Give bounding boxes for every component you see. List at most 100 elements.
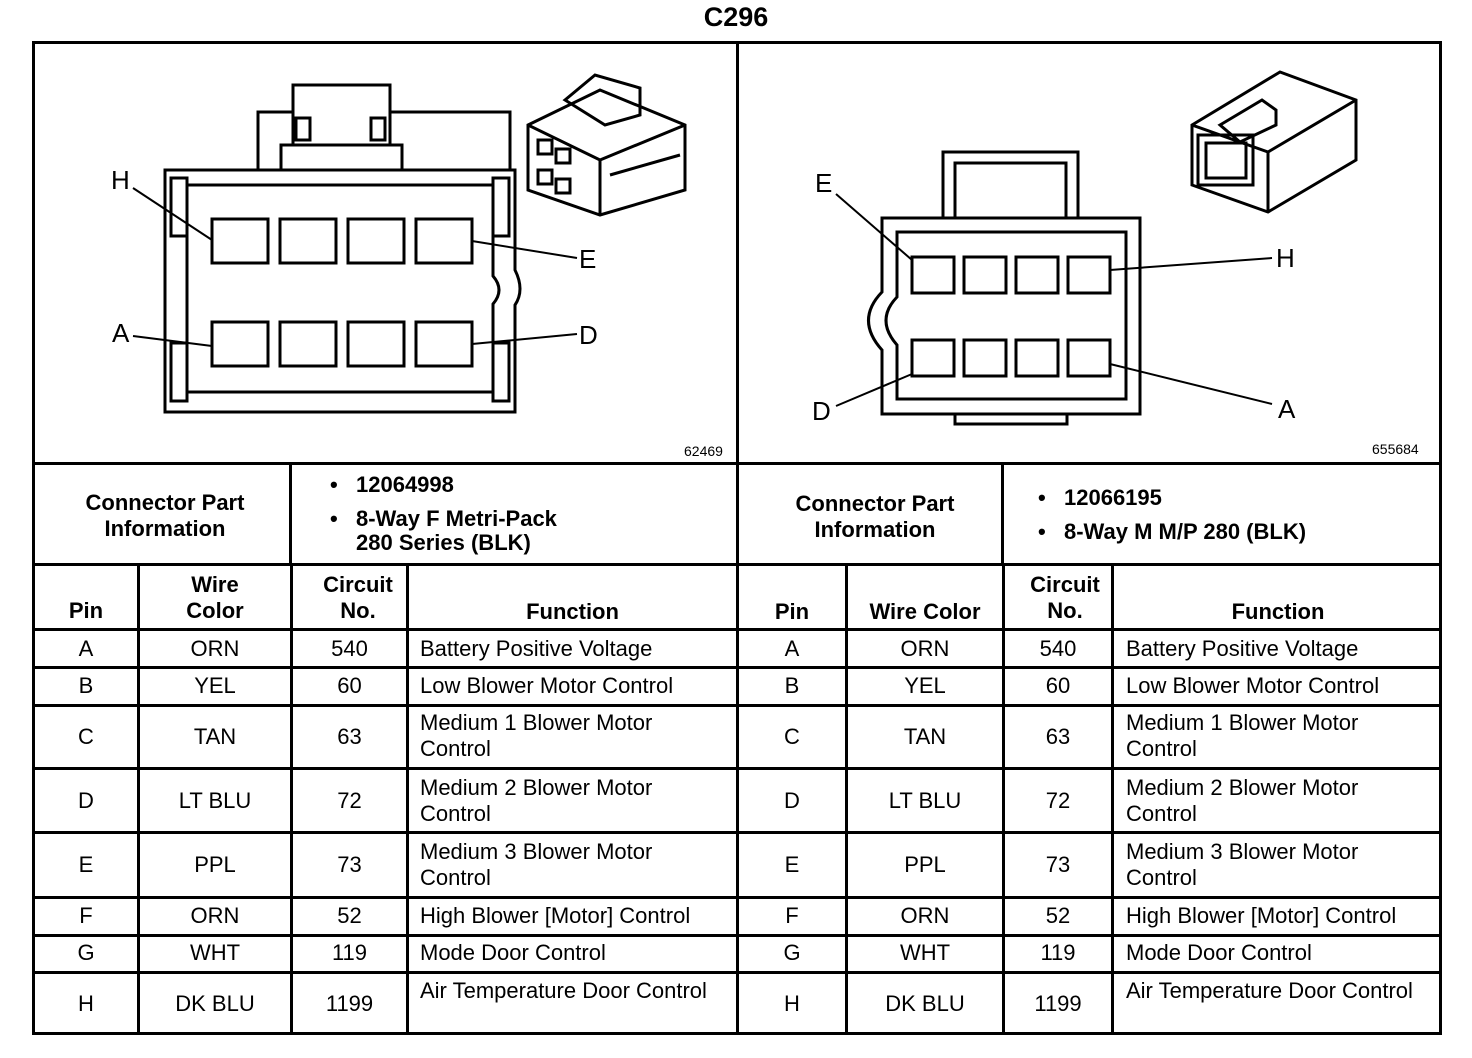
wire-color: TAN [903,724,947,749]
circuit-no: 1199 [325,991,374,1016]
wire-color: LT BLU [888,788,962,813]
col-divider [137,565,140,1035]
right-pin-label-h: H [1276,243,1295,273]
circuit-no: 52 [337,903,362,928]
pin: E [78,852,94,877]
right-header-function: Function [1231,599,1325,624]
left-connector-face [163,83,522,414]
function: Medium 2 Blower Motor Control [420,775,653,826]
circuit-no: 119 [331,940,368,965]
right-pin-label-e: E [815,168,833,198]
function: Battery Positive Voltage [1126,636,1359,661]
wire-color: ORN [900,903,950,928]
right-part-info: •12066195 •8-Way M M/P 280 (BLK) [1038,486,1418,544]
circuit-no: 63 [1045,724,1071,749]
pin: H [784,991,800,1016]
wire-color: PPL [194,852,236,877]
right-connector-face [867,150,1142,426]
row-rule [32,896,1442,899]
pin: G [77,940,95,965]
circuit-no: 72 [337,788,362,813]
wire-color: PPL [904,852,946,877]
wire-color: DK BLU [885,991,965,1016]
circuit-no: 73 [337,852,362,877]
left-pin-label-a: A [112,318,130,348]
circuit-no: 63 [337,724,362,749]
pin: H [78,991,94,1016]
row-rule [32,704,1442,707]
function: Medium 1 Blower Motor Control [1126,710,1359,761]
right-header-wire-color: Wire Color [869,599,981,624]
wire-color: TAN [193,724,237,749]
right-header-circuit-no: Circuit No. [1030,572,1100,623]
bullet: • [330,506,338,531]
right-leader-lines [835,193,1273,407]
pin: F [79,903,93,928]
right-connector-part-info-label: Connector Part Information [795,491,955,542]
pin: A [784,636,800,661]
pin: D [784,788,800,813]
circuit-no: 540 [331,636,368,661]
bullet: • [330,472,338,497]
function: Air Temperature Door Control [420,978,707,1003]
function: High Blower [Motor] Control [1126,903,1397,928]
function: Low Blower Motor Control [420,673,674,698]
wire-color: ORN [190,636,240,661]
wire-color: LT BLU [178,788,252,813]
left-pin-label-e: E [579,244,597,274]
right-pin-label-d: D [812,396,831,426]
wire-color: ORN [900,636,950,661]
pin: C [784,724,800,749]
header-bottom-rule [32,628,1442,631]
wire-color: WHT [899,940,951,965]
function: Low Blower Motor Control [1126,673,1380,698]
function: Medium 1 Blower Motor Control [420,710,653,761]
function: Mode Door Control [1126,940,1312,965]
part-description: 8-Way M M/P 280 (BLK) [1064,519,1307,544]
wire-color: YEL [194,673,236,698]
circuit-no: 1199 [1034,991,1082,1016]
left-figure-number: 62469 [684,443,723,459]
right-pin-label-a: A [1278,394,1296,424]
pin: C [78,724,94,749]
row-rule [32,666,1442,669]
circuit-no: 52 [1045,903,1071,928]
right-header-pin: Pin [774,599,810,624]
function: Mode Door Control [420,940,606,965]
bullet: • [1038,519,1046,544]
pin: B [784,673,800,698]
pin: F [785,903,799,928]
col-divider [1002,565,1005,1035]
left-pin-label-d: D [579,320,598,350]
left-header-pin: Pin [68,598,104,623]
row-rule [32,831,1442,834]
function: Battery Positive Voltage [420,636,653,661]
row-rule [32,934,1442,937]
pin: E [784,852,800,877]
left-header-wire-color: Wire Color [186,572,244,623]
left-connector-part-info-label: Connector Part Information [85,490,245,541]
col-divider [845,565,848,1035]
wire-color: DK BLU [175,991,255,1016]
pin: D [78,788,94,813]
function: Medium 2 Blower Motor Control [1126,775,1359,826]
left-header-function: Function [526,599,619,624]
wire-color: ORN [190,903,240,928]
page-title: C296 [703,2,769,32]
right-figure-number: 655684 [1372,441,1419,457]
col-divider [290,565,293,1035]
left-part-info: •12064998 •8-Way F Metri-Pack 280 Series… [330,473,630,555]
circuit-no: 72 [1045,788,1071,813]
col-divider [406,565,409,1035]
left-pin-label-h: H [111,165,130,195]
row-rule [32,767,1442,770]
part-number: 12064998 [356,472,454,497]
row-rule [32,971,1442,974]
function: Medium 3 Blower Motor Control [1126,839,1359,890]
part-info-divider-right [1001,463,1004,565]
function: Medium 3 Blower Motor Control [420,839,653,890]
function: Air Temperature Door Control [1126,978,1413,1003]
left-connector-iso [526,73,687,217]
left-leader-lines [132,187,578,347]
